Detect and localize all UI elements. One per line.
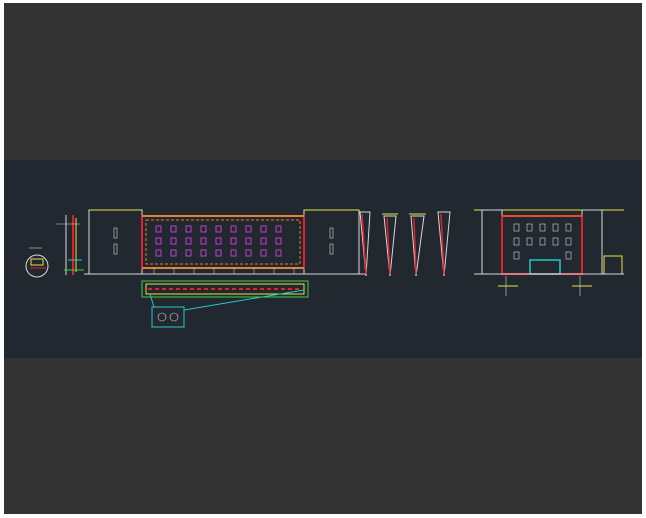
- detail-circle-left: [25, 247, 49, 278]
- detail-callout: [149, 289, 305, 328]
- side-elevation: [474, 209, 624, 296]
- cad-drawing: [25, 209, 624, 328]
- side-sections: [359, 211, 451, 277]
- front-elevation: [84, 209, 366, 275]
- section-left: [56, 215, 84, 275]
- plan-strip: [141, 280, 309, 298]
- cad-viewport[interactable]: [4, 3, 642, 514]
- drawing-area[interactable]: [4, 160, 642, 358]
